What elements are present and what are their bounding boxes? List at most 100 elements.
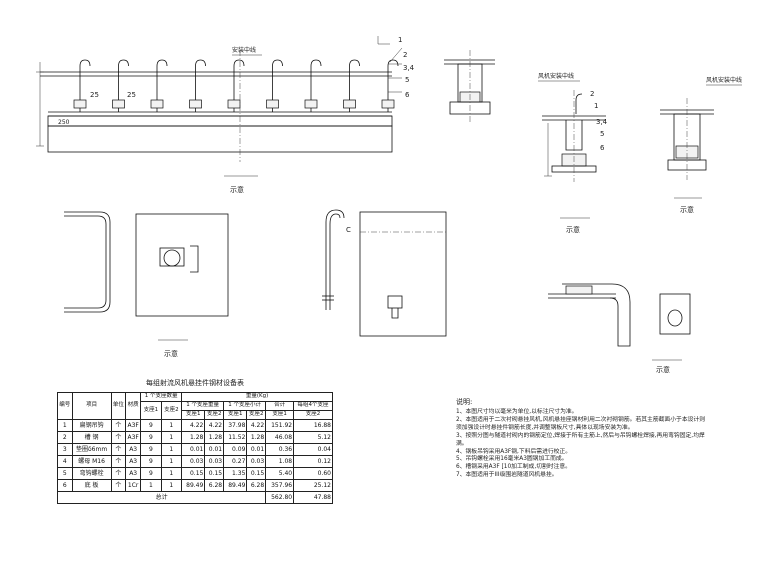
table-cell-q2: 1	[160, 443, 183, 456]
notes-list: 1、本图尺寸均以毫米为单位,以标注尺寸为准。2、本图适用于二次衬砌悬挂风机,风机…	[456, 409, 706, 479]
callout-6-detail: 6	[600, 144, 605, 152]
schematic-label-detail: 示意	[566, 225, 580, 234]
callout-2-elev: 2	[403, 51, 407, 59]
th-per-unit: 支座1	[140, 401, 162, 420]
table-cell-material: A3	[125, 455, 142, 468]
fan-side-view: 风机安装中线 示意	[660, 76, 742, 214]
elevation-view: 安装中线 25 25 250 1 2 3,4 5 6 示意	[36, 36, 415, 194]
table-cell-w1: 4.22	[181, 419, 206, 432]
callout-34-elev: 3,4	[403, 64, 415, 72]
table-cell-unit: 个	[110, 431, 127, 444]
th-qty-group: 1 个支座数量	[140, 392, 183, 402]
schematic-label-elevation: 示意	[230, 185, 244, 194]
table-title: 每组射流风机悬挂件钢材设备表	[146, 379, 244, 387]
hook-nut	[73, 99, 87, 109]
table-cell-q1: 1	[140, 479, 162, 492]
table-cell-t1: 1.35	[223, 467, 248, 480]
th-unit: 单位	[110, 392, 127, 420]
table-cell-g2: 25.12	[293, 479, 333, 492]
table-cell-item: 弯钩螺栓	[71, 467, 112, 480]
table-cell-g1: 357.96	[265, 479, 295, 492]
table-cell-item: 螺母 M16	[71, 455, 112, 468]
table-cell-t2: 1.28	[246, 431, 267, 444]
dim-25-right: 25	[127, 91, 136, 99]
table-cell-g2: 16.88	[293, 419, 333, 432]
callout-34-detail: 3,4	[596, 118, 608, 126]
hook-nut	[381, 99, 395, 109]
table-cell-w1: 89.49	[181, 479, 206, 492]
table-cell-q2: 1	[160, 419, 183, 432]
th-grand-per: 每组4个支座	[293, 401, 333, 411]
table-cell-item: 底 板	[71, 479, 112, 492]
table-cell-no: 1	[57, 419, 73, 432]
table-cell-g1: 5.40	[265, 467, 295, 480]
hook-nut	[189, 99, 202, 109]
note-item: 1、本图尺寸均以毫米为单位,以标注尺寸为准。	[456, 409, 578, 416]
table-cell-w2: 0.15	[204, 467, 225, 480]
callout-1-detail: 1	[594, 102, 598, 110]
table-cell-t1: 11.52	[223, 431, 248, 444]
table-cell-w2: 6.28	[204, 479, 225, 492]
schematic-label-channel: 示意	[164, 349, 178, 358]
th-t1: 支座1	[223, 410, 248, 420]
table-cell-no: 6	[57, 479, 73, 492]
table-cell-item: 扁钢吊钩	[71, 419, 112, 432]
th-w2: 支座2	[204, 410, 225, 420]
total-value-2: 47.88	[293, 491, 333, 504]
material-table: 编号 项目 单位 材质 1 个支座数量 重量(Kg) 支座1 支座2 1 个支座…	[56, 392, 333, 504]
table-cell-w1: 0.03	[181, 455, 206, 468]
table-cell-g1: 46.08	[265, 431, 295, 444]
note-item: 2、本图适用于二次衬砌悬挂风机,风机悬挂座钢材利用二次衬砌钢筋。若其主筋截面小于…	[456, 417, 706, 432]
hook-nut	[343, 99, 356, 109]
hook-shape	[195, 59, 206, 112]
table-cell-unit: 个	[110, 419, 127, 432]
th-g1: 支座1	[265, 410, 295, 420]
table-cell-unit: 个	[110, 443, 127, 456]
note-item: 5、吊钩螺栓采用16毫米A3圆钢加工而成。	[456, 456, 568, 463]
hook-bolt-view	[322, 209, 345, 310]
base-plate-view: C	[346, 211, 447, 337]
table-cell-material: A3F	[125, 419, 142, 432]
table-cell-q1: 9	[140, 455, 162, 468]
th-per-unit2: 支座2	[160, 401, 183, 420]
callout-c: C	[346, 226, 351, 234]
table-cell-g1: 1.08	[265, 455, 295, 468]
table-cell-material: 1Cr	[125, 479, 142, 492]
table-cell-q1: 9	[140, 443, 162, 456]
hook-shape	[233, 59, 245, 112]
table-cell-item: 槽 钢	[71, 431, 112, 444]
table-cell-material: A3	[125, 467, 142, 480]
hook-shape	[272, 59, 283, 112]
th-material: 材质	[125, 392, 142, 420]
table-cell-w1: 1.28	[181, 431, 206, 444]
table-cell-q1: 9	[140, 431, 162, 444]
schematic-label-fan-side: 示意	[680, 205, 694, 214]
table-cell-unit: 个	[110, 455, 127, 468]
table-cell-t2: 0.03	[246, 455, 267, 468]
table-cell-q2: 1	[160, 467, 183, 480]
th-t2: 支座2	[246, 410, 267, 420]
hook-nut	[304, 99, 318, 109]
th-item: 项目	[71, 392, 112, 420]
detail-view-hook: 风机安装中线 2 1 3,4 5 6 示意	[538, 72, 608, 234]
table-cell-t1: 37.98	[223, 419, 248, 432]
table-cell-t1: 0.09	[223, 443, 248, 456]
callout-5-detail: 5	[600, 130, 604, 138]
table-cell-unit: 个	[110, 479, 127, 492]
th-single-fan: 1 个支座重量	[181, 401, 225, 411]
table-cell-w2: 0.01	[204, 443, 225, 456]
table-cell-q1: 9	[140, 419, 162, 432]
note-item: 3、按照分图与隧道衬砌内的钢筋定位,焊接于所有主筋上,然后与吊钩螺栓焊接,再用弯…	[456, 432, 705, 447]
total-label: 总计	[56, 491, 267, 504]
channel-section-view: 示意	[64, 211, 229, 358]
side-view-small	[444, 50, 495, 122]
notes-title: 说明:	[456, 398, 473, 406]
hook-nut	[112, 99, 125, 109]
label-fan-centerline: 风机安装中线	[538, 72, 574, 80]
